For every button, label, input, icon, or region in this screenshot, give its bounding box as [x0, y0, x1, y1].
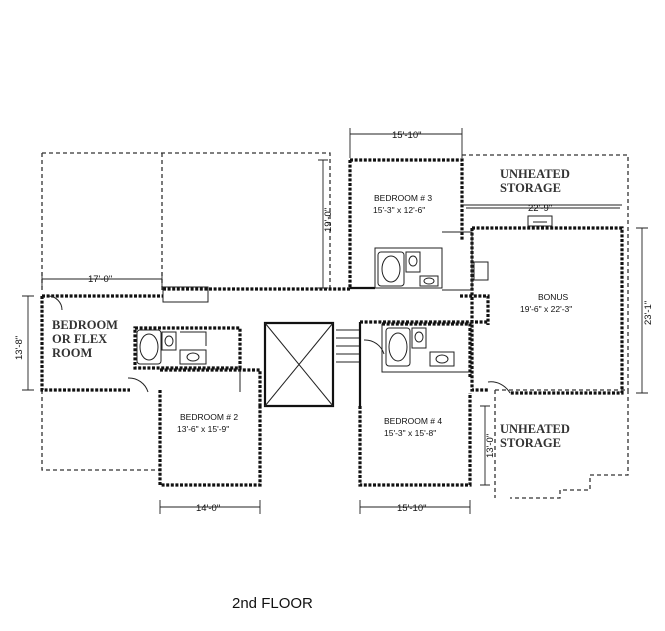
bonus-dims: 19'-6" x 22'-3"	[520, 304, 572, 314]
bedroom-3-width-dim: 15'-10"	[392, 130, 421, 141]
storage-top-line-1: UNHEATED	[500, 167, 570, 181]
hallway-walls	[162, 286, 490, 325]
bonus-width-dim: 22'-9"	[528, 203, 552, 214]
attic-outlines	[41, 152, 629, 499]
bedroom-2-walls	[127, 368, 262, 406]
flex-room-line-1: BEDROOM	[52, 318, 118, 332]
bedroom-4-width-dim: 15'-10"	[397, 503, 426, 514]
storage-bottom-line-2: STORAGE	[500, 436, 561, 450]
bedroom-4-dims: 15'-3" x 15'-8"	[384, 428, 436, 438]
flex-room-line-2: OR FLEX	[52, 332, 107, 346]
bedroom-3-height-dim: 19'-0"	[323, 208, 334, 232]
storage-bottom-line-1: UNHEATED	[500, 422, 570, 436]
storage-top-line-2: STORAGE	[500, 181, 561, 195]
flex-width-dim: 17'-0"	[88, 274, 112, 285]
dimension-lines	[22, 128, 648, 514]
flex-room-line-3: ROOM	[52, 346, 92, 360]
bedroom-3-dims: 15'-3" x 12'-6"	[373, 205, 425, 215]
flex-height-dim: 13'-8"	[14, 336, 25, 360]
bedroom-2-dims: 13'-6" x 15'-9"	[177, 424, 229, 434]
bonus-height-dim: 23'-1"	[643, 301, 654, 325]
bonus-room-walls	[442, 204, 624, 395]
bedroom-2-title: BEDROOM # 2	[180, 412, 238, 422]
bath-3-fixtures	[377, 251, 439, 287]
bedroom-4-walls	[358, 322, 472, 487]
flex-room-walls	[40, 294, 262, 487]
bonus-title: BONUS	[538, 292, 569, 302]
stairwell	[263, 321, 362, 408]
bedroom-2-width-dim: 14'-0"	[196, 503, 220, 514]
bath-2-fixtures	[133, 326, 242, 370]
floor-label: 2nd FLOOR	[232, 595, 313, 612]
bedroom-3-walls	[348, 158, 464, 290]
bedroom-3-title: BEDROOM # 3	[374, 193, 432, 203]
bedroom-4-title: BEDROOM # 4	[384, 416, 442, 426]
storage-height-dim: 13'-0"	[485, 434, 496, 458]
